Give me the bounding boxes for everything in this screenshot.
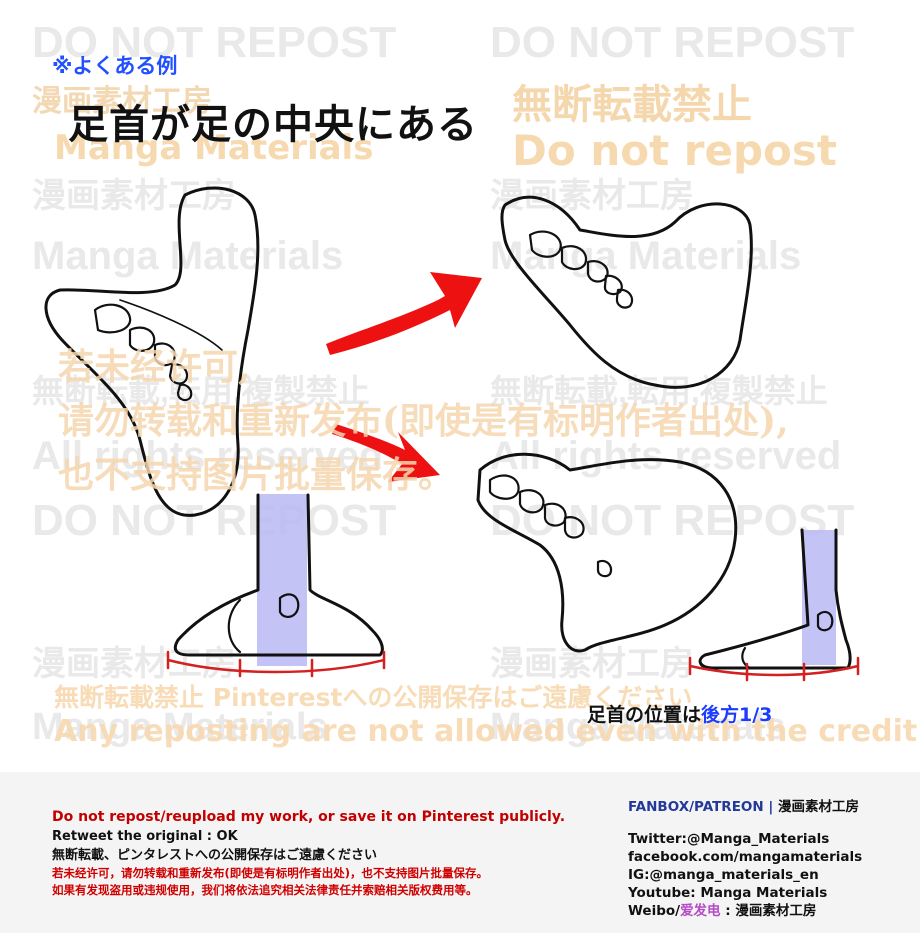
twitter-link[interactable]: Twitter:@Manga_Materials — [628, 831, 830, 847]
weibo-prefix[interactable]: Weibo/ — [628, 903, 681, 919]
youtube-link[interactable]: Youtube: Manga Materials — [628, 885, 828, 901]
notice-line-2: Retweet the original : OK — [52, 829, 238, 844]
footer-panel — [0, 772, 920, 933]
ankle-position-caption: 足首の位置は後方1/3 — [587, 700, 772, 727]
footer-links: FANBOX/PATREON | 漫画素材工房 Twitter:@Manga_M… — [628, 798, 862, 920]
weibo-line: Weibo/爱发电 : 漫画素材工房 — [628, 902, 862, 920]
measure-left — [166, 650, 386, 678]
foot-sole-right-top — [500, 195, 753, 389]
notice-line-4: 若未经许可，请勿转载和重新发布(即使是有标明作者出处)，也不支持图片批量保存。 — [52, 866, 489, 880]
arrow-down-right-icon — [332, 424, 440, 482]
fanbox-link[interactable]: FANBOX/PATREON — [628, 799, 764, 815]
fanbox-studio: 漫画素材工房 — [778, 799, 860, 815]
page-title: 足首が足の中央にある — [68, 101, 478, 148]
arrow-up-right-icon — [326, 272, 482, 355]
foot-side-left — [173, 493, 384, 657]
fanbox-line: FANBOX/PATREON | 漫画素材工房 — [628, 798, 862, 816]
weibo-suffix: : 漫画素材工房 — [720, 903, 817, 919]
foot-illustration — [44, 186, 860, 682]
measure-right — [688, 656, 860, 682]
footer-notice: Do not repost/reupload my work, or save … — [52, 808, 565, 899]
caption-accent: 後方1/3 — [701, 704, 773, 726]
notice-line-5: 如果有发现盗用或违规使用，我们将依法追究相关法律责任并索赔相关版权费用等。 — [52, 883, 478, 897]
aifadian-link[interactable]: 爱发电 — [680, 903, 721, 919]
ankle-highlight-left — [257, 494, 307, 666]
example-label: ※よくある例 — [52, 54, 178, 78]
instagram-link[interactable]: IG:@manga_materials_en — [628, 867, 819, 883]
notice-line-3: 無断転載、ピンタレストへの公開保存はご遠慮ください — [52, 848, 378, 863]
foot-sole-right-bottom — [476, 452, 738, 653]
notice-line-1: Do not repost/reupload my work, or save … — [52, 809, 566, 825]
caption-prefix: 足首の位置は — [587, 704, 702, 726]
fanbox-separator: | — [763, 799, 779, 815]
foot-sole-left — [44, 186, 260, 517]
facebook-link[interactable]: facebook.com/mangamaterials — [628, 849, 863, 865]
